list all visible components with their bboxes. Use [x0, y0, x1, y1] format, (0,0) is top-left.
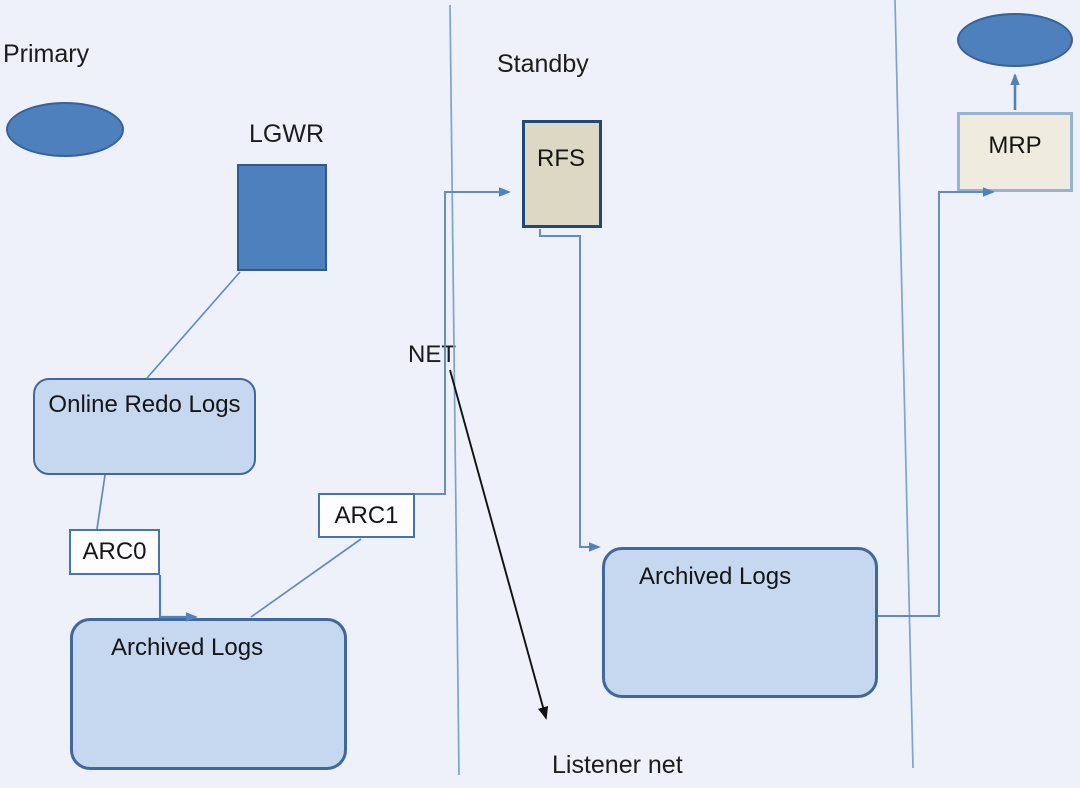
arc1-label: ARC1 [334, 501, 399, 529]
net-label: NET [408, 341, 456, 368]
archived-logs-standby-box: Archived Logs [602, 547, 878, 698]
arc0-to-archived-arrow [158, 575, 198, 622]
redo-to-arc0-connector [96, 474, 106, 530]
standby-db-ellipse [957, 13, 1073, 67]
online-redo-logs-box: Online Redo Logs [33, 378, 256, 475]
separator-line-standby-right [894, 0, 914, 769]
online-redo-logs-label: Online Redo Logs [48, 391, 241, 418]
net-to-listener-arrow [449, 369, 549, 720]
archived-logs-standby-label: Archived Logs [639, 563, 792, 590]
separator-line-primary-standby [449, 4, 460, 776]
archived-standby-to-mrp-arrow [878, 187, 995, 617]
arc1-to-archived-connector [250, 538, 362, 618]
archived-logs-primary-label: Archived Logs [111, 634, 264, 661]
rfs-to-archived-standby-arrow [539, 229, 601, 552]
listener-net-label: Listener net [552, 751, 683, 779]
primary-db-ellipse [6, 102, 124, 157]
lgwr-label: LGWR [249, 120, 324, 148]
archived-logs-primary-box: Archived Logs [70, 618, 347, 770]
arc0-label: ARC0 [82, 538, 147, 565]
rfs-label: RFS [537, 145, 585, 172]
mrp-box: MRP [957, 112, 1073, 192]
mrp-label: MRP [988, 132, 1042, 159]
arc1-box: ARC1 [318, 493, 415, 538]
standby-section-label: Standby [497, 50, 589, 78]
lgwr-box [237, 164, 327, 271]
lgwr-to-redo-connector [146, 271, 241, 379]
primary-section-label: Primary [3, 40, 90, 68]
rfs-box: RFS [522, 120, 602, 228]
arc0-box: ARC0 [69, 529, 160, 575]
